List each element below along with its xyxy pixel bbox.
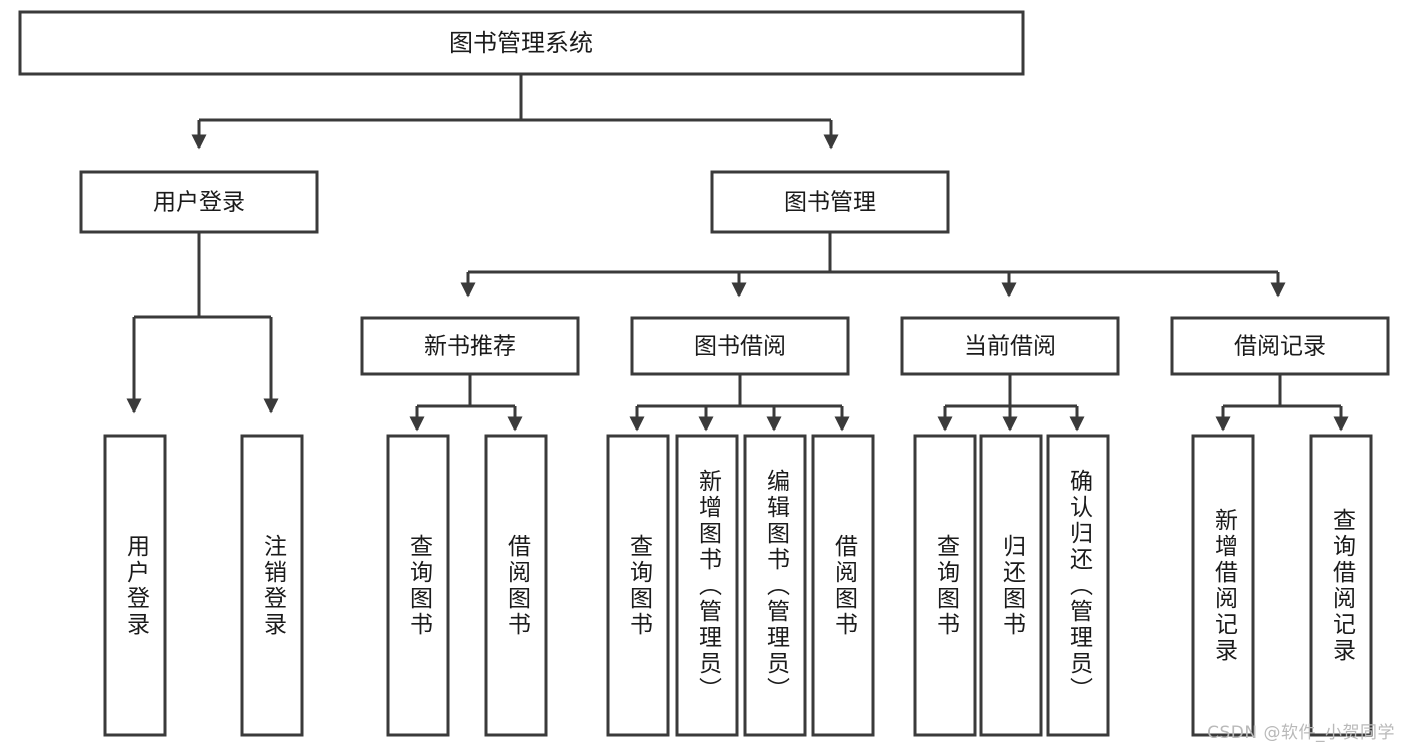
leaf-node[interactable] (386, 434, 450, 737)
node-current-borrow[interactable]: 当前借阅 (900, 316, 1120, 376)
connector-current-borrow-to-leaves (937, 374, 1085, 432)
node-user-login-label: 用户登录 (153, 190, 245, 216)
connector-book-borrow-to-leaves (629, 374, 850, 432)
node-book-management-label: 图书管理 (784, 190, 876, 216)
node-new-book-recommend[interactable]: 新书推荐 (360, 316, 580, 376)
connector-borrow-record-to-leaves (1215, 374, 1349, 432)
csdn-watermark: CSDN @软件_小贺同学 (1207, 723, 1395, 743)
connector-new-book-recommend-to-leaves (409, 374, 523, 432)
leaf-node[interactable] (743, 434, 807, 737)
leaf-node[interactable] (811, 434, 875, 737)
leaf-node[interactable] (675, 434, 739, 737)
leaf-node[interactable] (606, 434, 670, 737)
leaf-node[interactable] (979, 434, 1043, 737)
connector-root-to-level1 (191, 74, 839, 150)
node-new-book-recommend-label: 新书推荐 (424, 334, 516, 360)
leaf-node[interactable] (103, 434, 167, 737)
node-book-borrow-label: 图书借阅 (694, 334, 786, 360)
leaf-node[interactable] (913, 434, 977, 737)
leaf-node[interactable] (240, 434, 304, 737)
node-root-label: 图书管理系统 (449, 29, 593, 57)
node-user-login[interactable]: 用户登录 (79, 170, 319, 234)
node-book-management[interactable]: 图书管理 (710, 170, 950, 234)
node-borrow-record-label: 借阅记录 (1234, 334, 1326, 360)
leaf-node[interactable] (1046, 434, 1110, 737)
leaf-node[interactable] (1309, 434, 1373, 737)
node-book-borrow[interactable]: 图书借阅 (630, 316, 850, 376)
leaf-node[interactable] (484, 434, 548, 737)
connector-book-management-to-level2 (460, 232, 1286, 298)
node-current-borrow-label: 当前借阅 (964, 334, 1056, 360)
node-root[interactable]: 图书管理系统 (18, 10, 1025, 76)
leaf-node[interactable] (1191, 434, 1255, 737)
node-borrow-record[interactable]: 借阅记录 (1170, 316, 1390, 376)
connector-user-login-to-leaves (126, 232, 279, 414)
